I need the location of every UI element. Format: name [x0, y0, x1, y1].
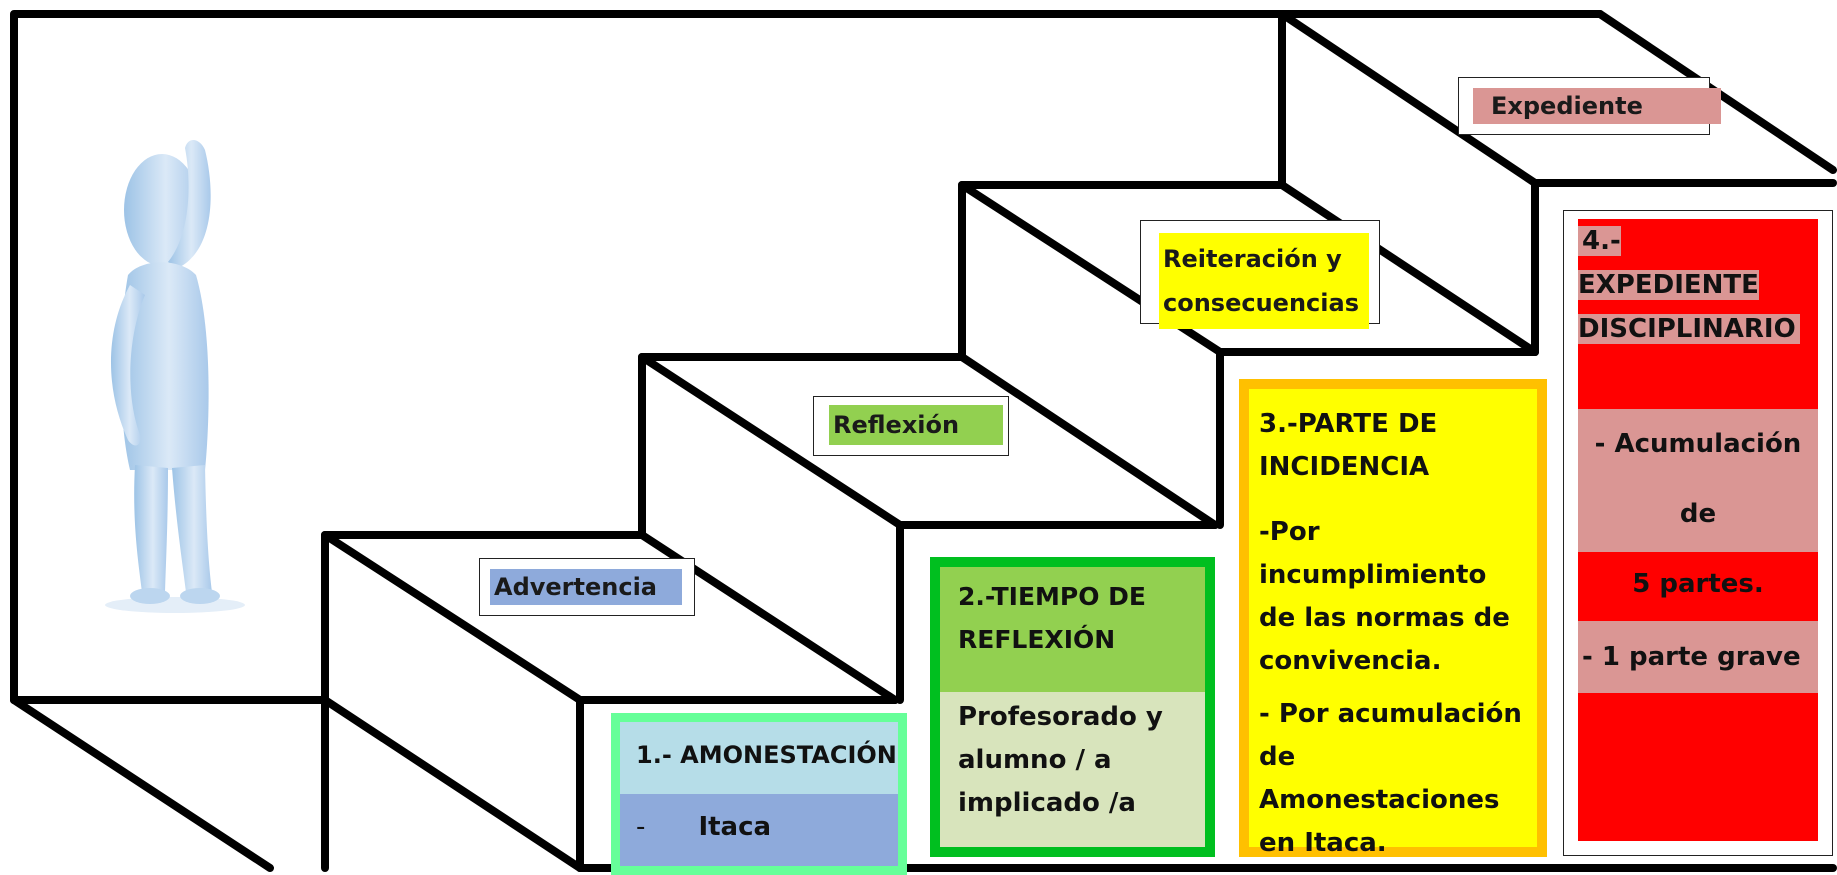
step-label-advertencia: Advertencia: [479, 558, 695, 616]
card-title: 4.- EXPEDIENTE DISCIPLINARIO: [1578, 226, 1800, 344]
thinking-person-icon: [105, 139, 245, 613]
card-item: 5 partes.: [1632, 569, 1764, 599]
card-tiempo-reflexion: 2.-TIEMPO DE REFLEXIÓN Profesorado y alu…: [930, 557, 1215, 857]
card-title-band: 4.- EXPEDIENTE DISCIPLINARIO: [1578, 219, 1800, 351]
card-detail: Profesorado y alumno / a implicado /a: [958, 702, 1163, 818]
step-label-text: Reiteración y consecuencias: [1159, 233, 1369, 329]
card-detail-band: Profesorado y alumno / a implicado /a: [940, 692, 1205, 847]
step-1: [321, 531, 584, 872]
step-2: [638, 353, 904, 704]
step-label-expediente: Expediente: [1458, 77, 1721, 135]
card-bullet: -: [636, 812, 646, 842]
card-amonestacion: 1.- AMONESTACIÓN - Itaca: [611, 713, 907, 875]
card-parte-incidencia: 3.-PARTE DE INCIDENCIA -Por incumplimien…: [1239, 379, 1547, 858]
step-label-text: Advertencia: [490, 569, 682, 605]
step-label-reflexion: Reflexión: [813, 396, 1009, 456]
card-item: - Por acumulación de Amonestaciones en I…: [1259, 699, 1522, 858]
card-title: 1.- AMONESTACIÓN: [636, 741, 897, 769]
step-4: [1278, 10, 1539, 356]
step-3: [958, 181, 1224, 529]
back-wall-outline: [10, 10, 1604, 704]
step-label-reiteracion: Reiteración y consecuencias: [1140, 220, 1380, 329]
step-label-text: Reflexión: [829, 405, 1003, 445]
card-fill: 4.- EXPEDIENTE DISCIPLINARIO - Acumulaci…: [1578, 219, 1818, 841]
card-title-band: 1.- AMONESTACIÓN: [620, 722, 898, 794]
card-item-band: - Acumulación de 5 partes.: [1578, 409, 1818, 599]
card-detail-band: - Itaca: [620, 794, 898, 866]
card-title-band: 2.-TIEMPO DE REFLEXIÓN: [940, 567, 1205, 692]
step-label-text: Expediente: [1473, 88, 1721, 124]
card-item: - 1 parte grave: [1582, 642, 1801, 672]
card-title: 3.-PARTE DE INCIDENCIA: [1259, 409, 1438, 482]
card-detail: Itaca: [698, 812, 772, 842]
card-item-band: - 1 parte grave: [1578, 621, 1818, 693]
card-item: -Por incumplimiento de las normas de con…: [1259, 517, 1510, 676]
card-expediente-disciplinario: 4.- EXPEDIENTE DISCIPLINARIO - Acumulaci…: [1563, 210, 1833, 856]
card-title: 2.-TIEMPO DE REFLEXIÓN: [958, 582, 1147, 654]
card-item: - Acumulación de: [1594, 429, 1802, 529]
